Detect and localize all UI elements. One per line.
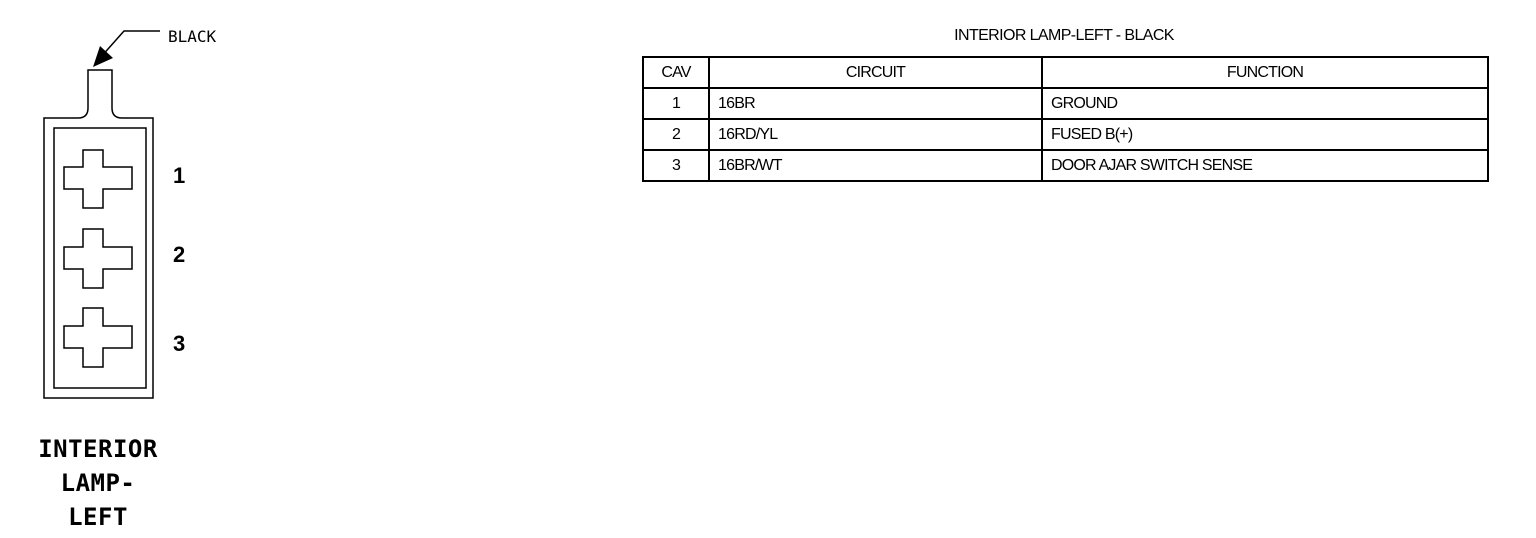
connector-housing-inner: [53, 127, 147, 389]
connector-name: INTERIOR LAMP- LEFT: [18, 432, 178, 534]
table-title: INTERIOR LAMP-LEFT - BLACK: [954, 27, 1174, 44]
cavity-1-shape: [63, 149, 133, 209]
cell-function: GROUND: [1041, 87, 1489, 120]
connector-name-line-3: LEFT: [68, 503, 128, 531]
cell-cav: 1: [642, 87, 710, 120]
header-cav: CAV: [642, 56, 710, 89]
cell-cav: 3: [642, 149, 710, 182]
table-header-row: CAV CIRCUIT FUNCTION: [642, 56, 1489, 89]
cell-circuit: 16RD/YL: [708, 118, 1043, 151]
cell-circuit: 16BR: [708, 87, 1043, 120]
cell-function: DOOR AJAR SWITCH SENSE: [1041, 149, 1489, 182]
pinout-table: CAV CIRCUIT FUNCTION 1 16BR GROUND 2 16R…: [642, 56, 1489, 182]
cavity-3-shape: [63, 307, 133, 368]
connector-housing-outline: [43, 69, 154, 399]
table-row: 2 16RD/YL FUSED B(+): [642, 118, 1489, 151]
cell-circuit: 16BR/WT: [708, 149, 1043, 182]
header-circuit: CIRCUIT: [708, 56, 1043, 89]
cell-function: FUSED B(+): [1041, 118, 1489, 151]
connector-name-line-2: LAMP-: [60, 469, 136, 497]
color-callout-arrowhead: [93, 46, 113, 67]
cell-cav: 2: [642, 118, 710, 151]
color-callout-label: BLACK: [168, 27, 217, 46]
header-function: FUNCTION: [1041, 56, 1489, 89]
cavity-number-2: 2: [173, 242, 185, 267]
color-callout-leader: [99, 30, 160, 59]
cavity-2-shape: [63, 228, 133, 289]
cavity-number-3: 3: [173, 331, 185, 356]
cavity-number-1: 1: [173, 163, 185, 188]
connector-diagram: BLACK 1 2 3: [43, 27, 217, 399]
table-row: 3 16BR/WT DOOR AJAR SWITCH SENSE: [642, 149, 1489, 182]
connector-name-line-1: INTERIOR: [38, 435, 158, 463]
table-row: 1 16BR GROUND: [642, 87, 1489, 120]
